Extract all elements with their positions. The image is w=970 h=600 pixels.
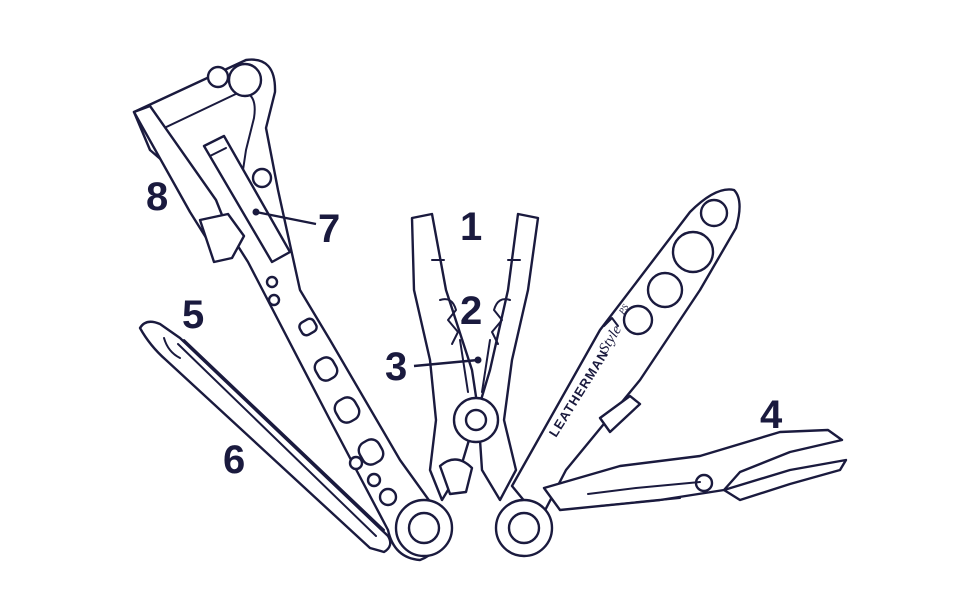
label-6: 6: [223, 438, 245, 482]
label-1: 1: [460, 205, 482, 249]
tool-7-driver: [202, 134, 292, 264]
left-handle: [132, 58, 441, 562]
right-pivot: [494, 498, 554, 558]
label-8: 8: [146, 175, 168, 219]
label-5: 5: [182, 293, 204, 337]
pen-stylus: [138, 320, 392, 554]
leader-lines: [252, 208, 482, 368]
tool-8-blade: [132, 104, 246, 264]
scissors: [542, 428, 848, 512]
pliers: [410, 212, 540, 502]
leader-3: [413, 358, 479, 368]
label-4: 4: [760, 393, 783, 437]
label-3: 3: [385, 345, 407, 389]
callout-labels: 1 2 3 4 5 6 7 8: [146, 175, 783, 482]
leader-7: [255, 210, 317, 226]
label-7: 7: [318, 207, 340, 251]
right-handle: [510, 188, 741, 522]
label-2: 2: [460, 289, 482, 333]
left-pivot: [394, 498, 454, 558]
